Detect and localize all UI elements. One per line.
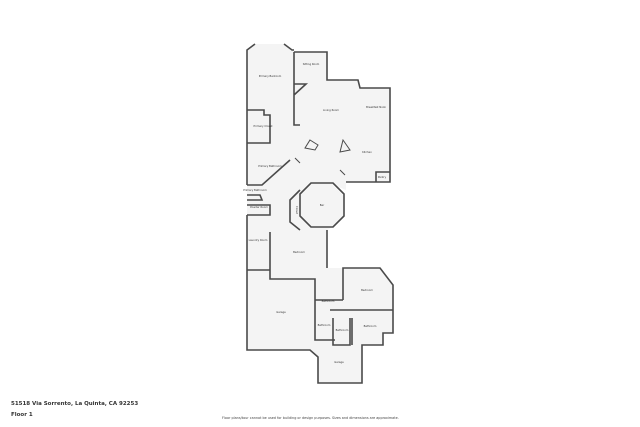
- room-label-bar: Bar: [320, 203, 325, 207]
- room-label-laundry-room: Laundry Room: [249, 238, 268, 242]
- room-label-sitting-room: Sitting Room: [303, 62, 320, 66]
- room-label-bathroom-2: Bathroom: [318, 323, 331, 327]
- room-label-bathroom: Bathroom: [322, 299, 335, 303]
- room-label-pantry: Pantry: [378, 175, 387, 179]
- room-label-garage: Garage: [276, 310, 286, 314]
- room-label-breakfast-nook: Breakfast Nook: [366, 105, 386, 109]
- floor-area: [247, 44, 393, 383]
- room-label-closet: Closet: [295, 206, 299, 214]
- room-label-bedroom: Bedroom: [293, 250, 305, 254]
- room-label-garage-2: Garage: [334, 360, 344, 364]
- room-label-primary-bathroom-2: Primary Bathroom: [243, 188, 267, 192]
- room-label-bathroom-3: Bathroom: [336, 328, 349, 332]
- room-label-living-room: Living Room: [323, 108, 339, 112]
- walls: [246, 43, 394, 384]
- room-label-bedroom-2: Bedroom: [361, 288, 373, 292]
- floor-label: Floor 1: [11, 412, 33, 418]
- disclaimer: Floor plans/tour cannot be used for buil…: [222, 416, 399, 420]
- property-address: 51518 Via Sorrento, La Quinta, CA 92253: [11, 401, 139, 407]
- room-label-primary-closet: Primary Closet: [254, 124, 273, 128]
- room-label-bathroom-4: Bathroom: [364, 324, 377, 328]
- room-label-powder-room: Powder Room: [250, 205, 268, 209]
- room-label-kitchen: Kitchen: [362, 150, 372, 154]
- room-label-primary-bathroom: Primary Bathroom: [258, 164, 282, 168]
- room-labels: Primary Bedroom Sitting Room Living Room…: [243, 62, 386, 364]
- room-label-primary-bedroom: Primary Bedroom: [259, 74, 282, 78]
